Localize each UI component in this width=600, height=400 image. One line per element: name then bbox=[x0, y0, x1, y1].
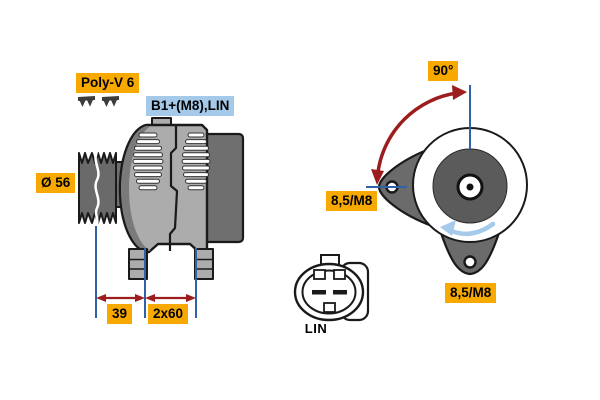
shaft-center-dot bbox=[466, 183, 474, 191]
connector-key-top-right bbox=[333, 269, 346, 280]
pulley-break-line bbox=[94, 151, 100, 225]
mount-bottom-label: 8,5/M8 bbox=[445, 283, 497, 303]
dimension-2x60-label: 2x60 bbox=[148, 304, 189, 324]
terminal-label: B1+(M8),LIN bbox=[146, 96, 235, 116]
mount-hole-bottom bbox=[463, 255, 477, 269]
dimension-arrow-2x60 bbox=[145, 294, 196, 302]
mounting-feet bbox=[128, 248, 214, 280]
dimension-39-label: 39 bbox=[107, 304, 133, 324]
rear-housing-block bbox=[202, 132, 245, 244]
belt-profile-icon bbox=[78, 96, 119, 107]
pulley bbox=[78, 152, 117, 224]
vent-slots-right bbox=[181, 132, 211, 191]
mount-left-label: 8,5/M8 bbox=[326, 191, 378, 211]
dimension-arrow-39 bbox=[96, 294, 145, 302]
alternator-side-view bbox=[78, 96, 245, 280]
connector-key-top-left bbox=[313, 269, 326, 280]
belt-type-label: Poly-V 6 bbox=[76, 73, 140, 93]
angle-arc-90 bbox=[371, 85, 467, 185]
angle-90-label: 90° bbox=[428, 61, 459, 81]
dimension-lines bbox=[95, 226, 197, 318]
connector-key-bottom bbox=[323, 302, 336, 313]
housing-split-line bbox=[168, 126, 179, 251]
lin-connector bbox=[293, 254, 370, 322]
pulley-diameter-label: Ø 56 bbox=[36, 173, 76, 193]
connector-inner-oval bbox=[301, 269, 357, 315]
connector-pin-left bbox=[312, 290, 326, 295]
connector-pin-right bbox=[333, 290, 347, 295]
alternator-rear-view bbox=[366, 85, 528, 276]
connector-type-label: LIN bbox=[304, 321, 328, 336]
rotation-direction-arrow bbox=[440, 220, 496, 237]
vent-slots-left bbox=[132, 132, 164, 191]
connector-outer-oval bbox=[293, 262, 365, 322]
front-bracket-edge bbox=[121, 126, 151, 251]
